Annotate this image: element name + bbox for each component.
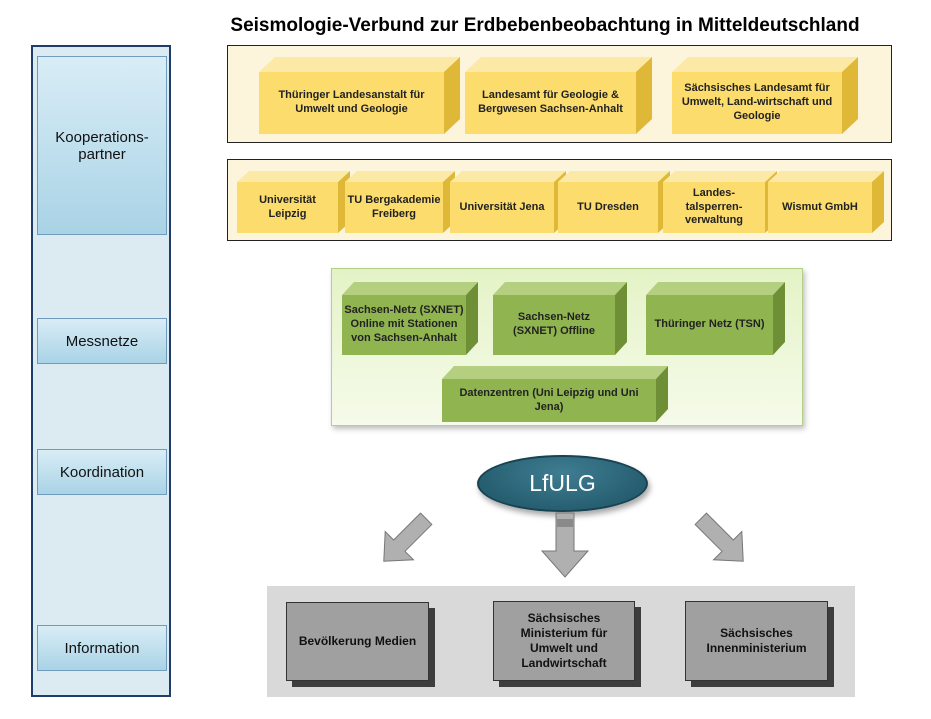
partner-box: Universität Leipzig xyxy=(237,182,338,233)
info-target-box: Bevölkerung Medien xyxy=(286,602,429,681)
arrow-left-icon xyxy=(383,512,433,562)
partners-row1-panel: Thüringer Landesanstalt für Umwelt und G… xyxy=(227,45,892,143)
networks-depth xyxy=(342,282,785,422)
diagram-title: Seismologie-Verbund zur Erdbebenbeobacht… xyxy=(230,15,860,36)
partner-box: TU Bergakademie Freiberg xyxy=(345,182,443,233)
arrow-down-icon xyxy=(540,512,590,578)
partner-box: Thüringer Landesanstalt für Umwelt und G… xyxy=(259,72,444,134)
network-box: Sachsen-Netz (SXNET) Offline xyxy=(493,295,615,355)
partner-box: Wismut GmbH xyxy=(768,182,872,233)
sidebar-koordination: Koordination xyxy=(37,449,167,495)
coordinator-oval: LfULG xyxy=(477,455,648,512)
partners-row1-depth xyxy=(259,57,858,134)
network-box: Thüringer Netz (TSN) xyxy=(646,295,773,355)
partner-box: Landesamt für Geologie & Bergwesen Sachs… xyxy=(465,72,636,134)
sidebar-kooperationspartner: Kooperations- partner xyxy=(37,56,167,235)
networks-panel: Sachsen-Netz (SXNET) Online mit Statione… xyxy=(331,268,803,426)
partner-box: TU Dresden xyxy=(558,182,658,233)
partner-box: Landes-talsperren-verwaltung xyxy=(663,182,765,233)
arrows-group xyxy=(383,512,744,578)
sidebar-messnetze: Messnetze xyxy=(37,318,167,364)
sidebar: Kooperations- partner Messnetze Koordina… xyxy=(31,45,171,697)
arrow-down-cap xyxy=(557,519,573,527)
information-panel: Bevölkerung Medien Sächsisches Ministeri… xyxy=(267,586,855,697)
sidebar-information: Information xyxy=(37,625,167,671)
partners-row2-panel: Universität Leipzig TU Bergakademie Frei… xyxy=(227,159,892,241)
partner-box: Universität Jena xyxy=(450,182,554,233)
datacenter-box: Datenzentren (Uni Leipzig und Uni Jena) xyxy=(442,379,656,422)
info-target-box: Sächsisches Innenministerium xyxy=(685,601,828,681)
partner-box: Sächsisches Landesamt für Umwelt, Land-w… xyxy=(672,72,842,134)
info-target-box: Sächsisches Ministerium für Umwelt und L… xyxy=(493,601,635,681)
arrow-right-icon xyxy=(694,512,744,562)
network-box: Sachsen-Netz (SXNET) Online mit Statione… xyxy=(342,295,466,355)
